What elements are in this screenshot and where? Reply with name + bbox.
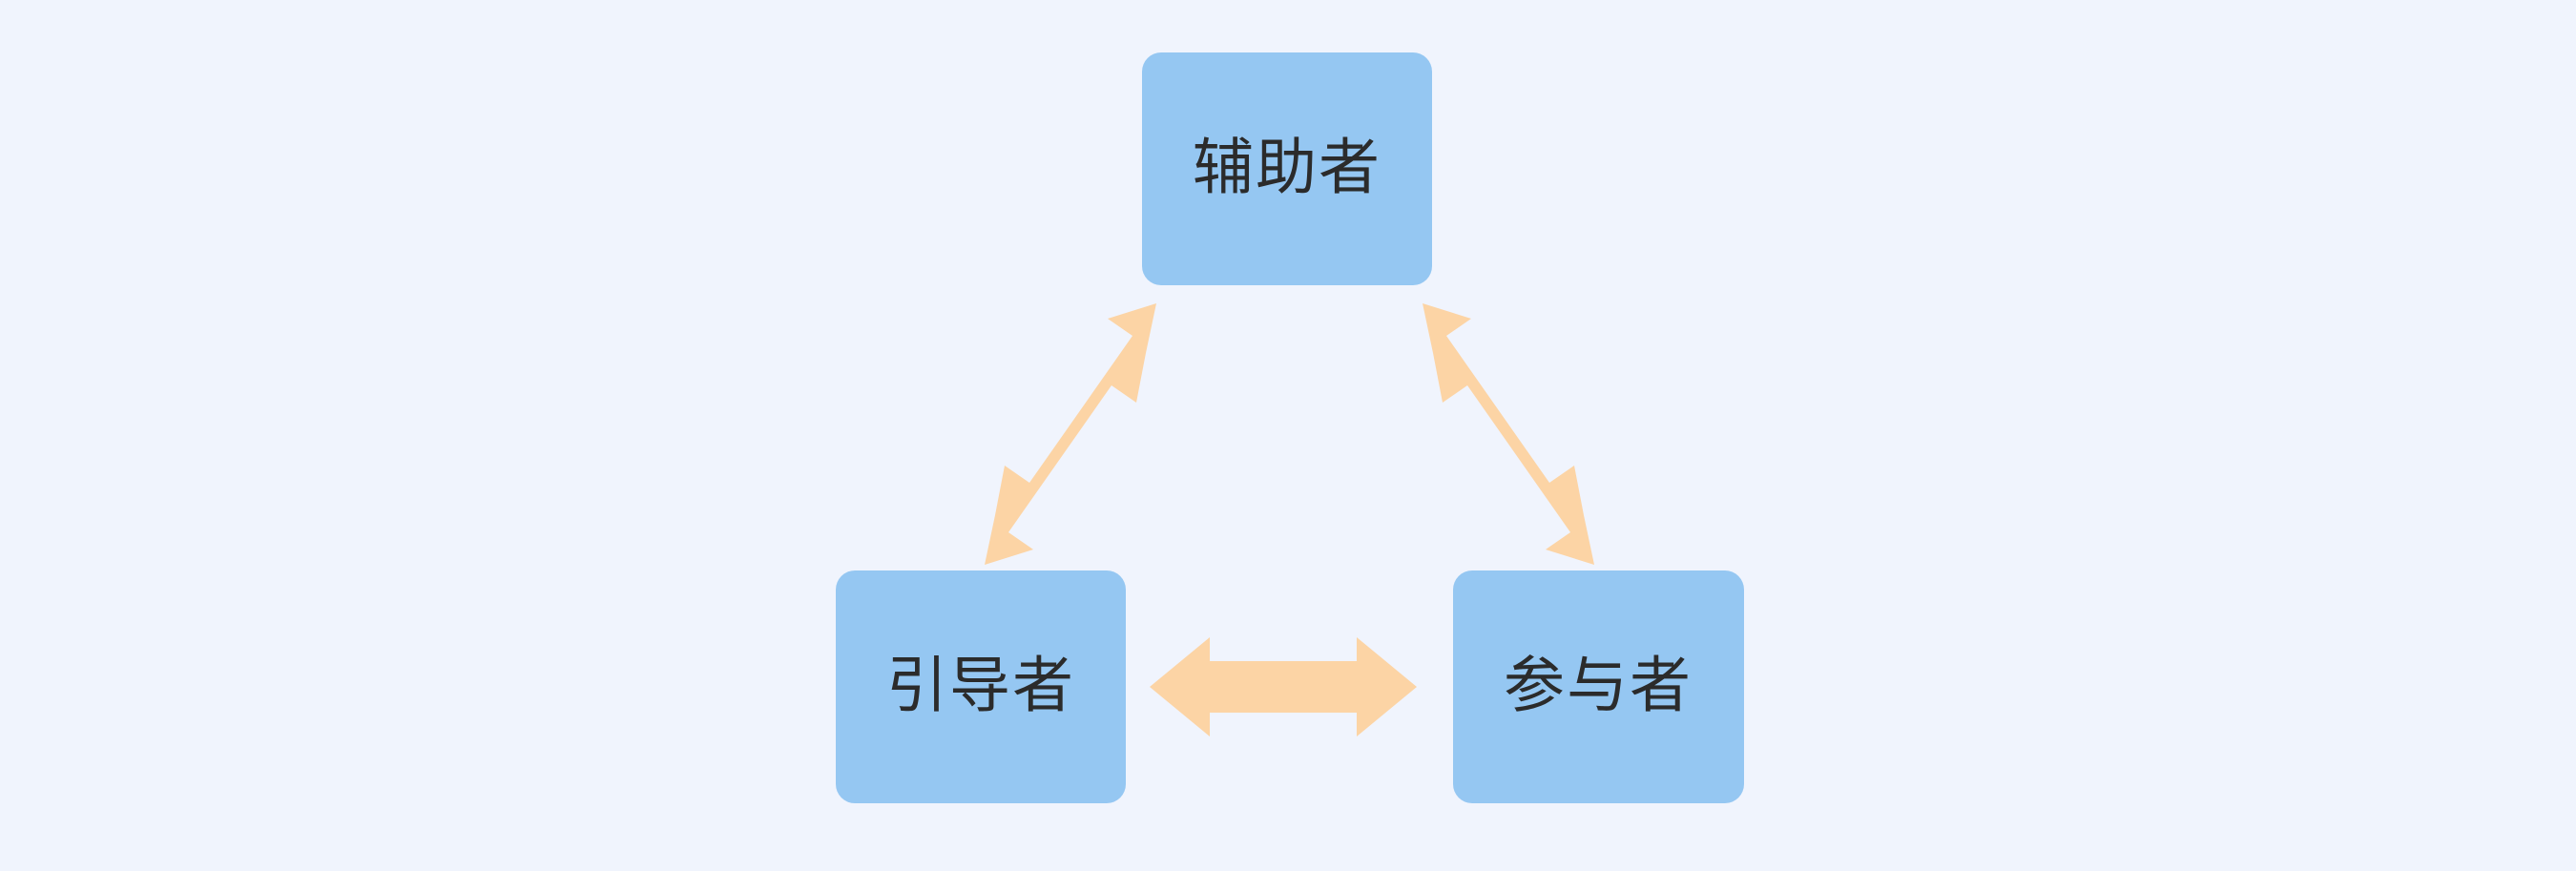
double-arrow-left-diagonal: [985, 303, 1156, 565]
node-facilitator[interactable]: 辅助者: [1142, 52, 1432, 285]
node-guide-label: 引导者: [886, 652, 1075, 722]
double-arrow-horizontal: [1150, 637, 1417, 736]
node-facilitator-label: 辅助者: [1193, 134, 1381, 204]
node-facilitator-box[interactable]: [1142, 52, 1432, 285]
node-participant-box[interactable]: [1453, 570, 1744, 803]
node-participant[interactable]: 参与者: [1453, 570, 1744, 803]
node-guide[interactable]: 引导者: [836, 570, 1126, 803]
node-participant-label: 参与者: [1504, 652, 1693, 722]
node-guide-box[interactable]: [836, 570, 1126, 803]
double-arrow-right-diagonal: [1423, 303, 1594, 565]
connector-guide-facilitator: [985, 303, 1156, 565]
connector-guide-participant: [1150, 637, 1417, 736]
connector-facilitator-participant: [1423, 303, 1594, 565]
